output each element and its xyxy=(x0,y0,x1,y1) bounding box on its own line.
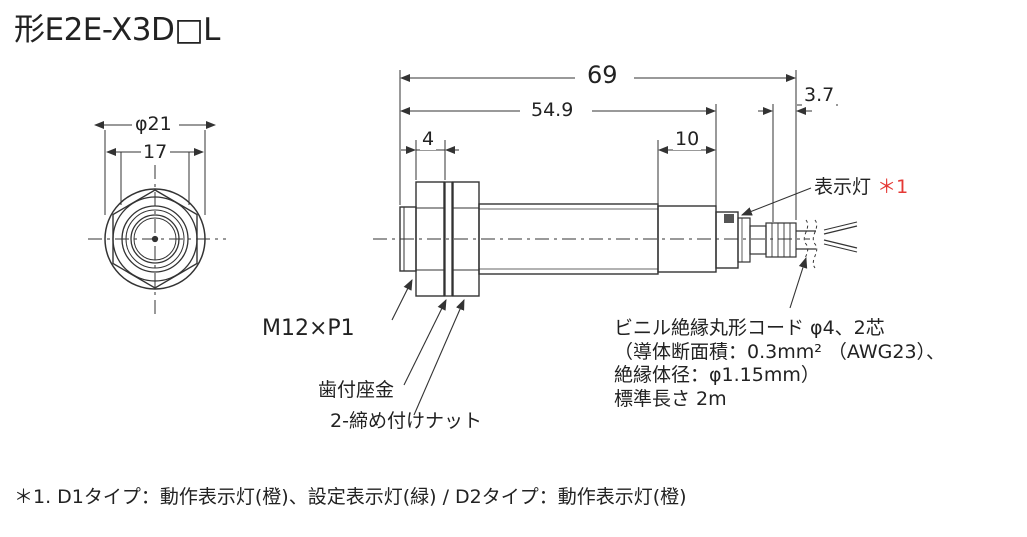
leader-lines xyxy=(391,187,812,416)
cable-spec-line: （導体断面積：0.3mm² （AWG23）、 xyxy=(614,340,946,363)
dim-body-length: 54.9 xyxy=(529,99,576,121)
dim-washer-thickness: 4 xyxy=(420,128,437,150)
cable-spec-line: ビニル絶縁丸形コード φ4、2芯 xyxy=(614,317,885,339)
side-dimensions xyxy=(399,70,838,222)
dim-tail-length: 10 xyxy=(673,128,702,150)
side-view xyxy=(373,181,858,297)
label-indicator: 表示灯 ＊1 xyxy=(814,176,908,198)
dim-total-length: 69 xyxy=(585,61,620,89)
label-indicator-text: 表示灯 xyxy=(814,176,872,198)
cable-spec-line: 標準長さ 2m xyxy=(614,387,727,410)
dim-inner-width: 17 xyxy=(141,141,170,163)
cable-spec-line: 絶縁体径：φ1.15mm） xyxy=(614,364,820,386)
cable-spec: ビニル絶縁丸形コード φ4、2芯 （導体断面積：0.3mm² （AWG23）、 … xyxy=(614,317,945,411)
front-view xyxy=(88,121,226,315)
label-washer: 歯付座金 xyxy=(318,379,395,401)
dim-outer-diameter: φ21 xyxy=(133,113,174,135)
label-thread: M12×P1 xyxy=(262,316,355,341)
label-nut: 2-締め付けナット xyxy=(330,410,482,432)
label-indicator-mark: ＊1 xyxy=(877,176,909,198)
page-title: 形E2E-X3D□L xyxy=(14,12,220,48)
footnote: ＊1. D1タイプ：動作表示灯(橙)、設定表示灯(緑) / D2タイプ：動作表示… xyxy=(14,486,687,508)
dim-lead-length: 3.7 xyxy=(802,84,837,106)
